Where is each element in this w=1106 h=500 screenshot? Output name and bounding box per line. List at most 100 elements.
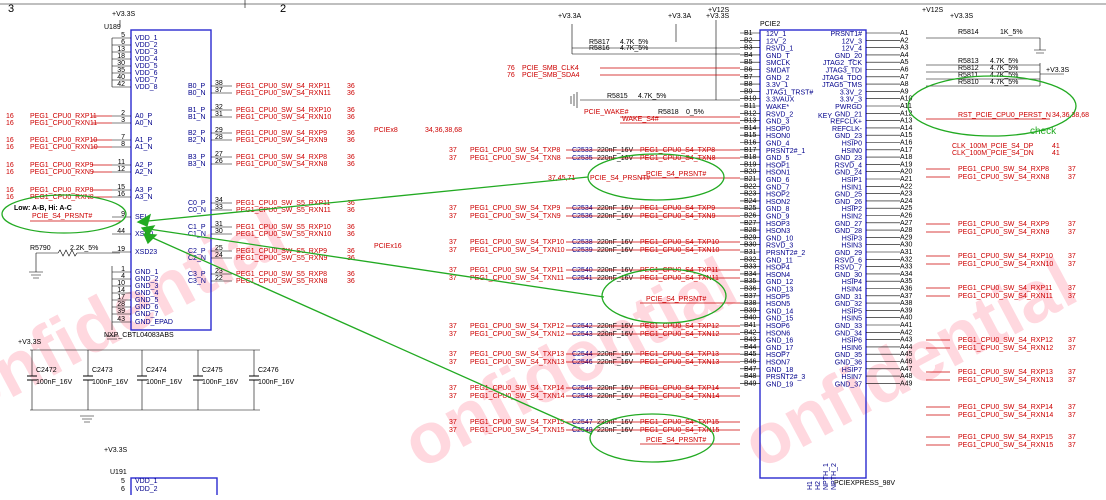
- u189-left-pin-num: 39: [117, 308, 125, 315]
- tx-net: PEG1_CPU0_SW_S4_TXN10: [470, 247, 565, 254]
- rx-ref: 37: [1068, 369, 1076, 376]
- u189-right-pin-ref: 36: [347, 154, 355, 161]
- r5818-val: 0_5%: [686, 109, 704, 116]
- u189-left-pin-num: 2: [121, 110, 125, 117]
- tx-ref: 37: [449, 147, 457, 154]
- u189-left-pin-num: 9: [121, 211, 125, 218]
- u189-left-pin-num: 10: [117, 280, 125, 287]
- u189-right-pin-name: B2_P: [188, 130, 205, 137]
- pcie-a-pin-name: GND_28: [835, 228, 862, 235]
- pcie-a-pin-num: A33: [900, 264, 913, 271]
- u189-ref: U189: [104, 24, 121, 31]
- smb-sda-net: PCIE_SMB_SDA4: [522, 72, 580, 79]
- pcie-a-pin-num: A7: [900, 74, 909, 81]
- tx-cap-val: 220nF_16V: [597, 247, 634, 254]
- tx-out-net: PEG1_CPU0_S4_TXN9: [640, 213, 716, 220]
- u189-left-pin-name: A3_N: [135, 194, 153, 201]
- pcie2-part: PCIEXPRESS_98V: [834, 480, 895, 487]
- tx-net: PEG1_CPU0_SW_S4_TXP9: [470, 205, 560, 212]
- tx-net: PEG1_CPU0_SW_S4_TXP15: [470, 419, 564, 426]
- rx-net: PEG1_CPU0_SW_S4_RXN14: [958, 412, 1053, 419]
- smb-sda-ref: 76: [507, 72, 515, 79]
- u189-right-pin-ref: 36: [347, 200, 355, 207]
- rst-net: RST_PCIE_CPU0_PERST_N: [958, 112, 1051, 119]
- pcie-a-pin-num: A41: [900, 322, 913, 329]
- tx-out-net: PEG1_CPU0_S4_TXN15: [640, 427, 719, 434]
- u189-left-pin-name: SEL: [135, 214, 148, 221]
- pcie-b-pin-name: GND_3: [766, 119, 789, 126]
- pcie-a-pin-num: A47: [900, 366, 913, 373]
- cap-value: 100nF_16V: [36, 379, 73, 386]
- u189-left-pin-name: VDD_8: [135, 84, 158, 91]
- u189-left-pin-name: GND_3: [135, 283, 158, 290]
- tx-net: PEG1_CPU0_SW_S4_TXN12: [470, 331, 565, 338]
- smb-clk-ref: 76: [507, 65, 515, 72]
- right-pullup-val: 4.7K_5%: [990, 72, 1018, 79]
- u189-left-pin-num: 44: [117, 228, 125, 235]
- pcie-b-pin-num: B14: [744, 125, 757, 132]
- u189-right-pin-name: C1_N: [188, 231, 206, 238]
- pcie-a-pin-name: PWRGD: [835, 104, 862, 111]
- grid-col-right: 2: [280, 3, 286, 15]
- annotations: [1, 75, 1077, 463]
- pcie-b-pin-name: HSON1: [766, 170, 790, 177]
- rx-net: PEG1_CPU0_SW_S4_RXP9: [958, 221, 1049, 228]
- pcie-a-pin-name: 12V_3: [842, 38, 862, 45]
- pcie-b-pin-name: HSON5: [766, 301, 790, 308]
- tx-cap-ref: C2535: [572, 155, 593, 162]
- pcie-a-pin-num: A4: [900, 52, 909, 59]
- pcie-b-pin-num: B40: [744, 315, 757, 322]
- r5815-ref: R5815: [607, 93, 628, 100]
- pcie-b-pin-num: B32: [744, 256, 757, 263]
- smb-clk-net: PCIE_SMB_CLK4: [522, 65, 579, 72]
- pcie-a-pin-num: A35: [900, 278, 913, 285]
- tx-out-net: PEG1_CPU0_S4_TXP11: [640, 267, 719, 274]
- arrow-line-1: [137, 176, 589, 223]
- rx-net: PEG1_CPU0_SW_S4_RXN10: [958, 261, 1053, 268]
- decoupling-caps: +V3.3S C2472100nF_16VC2473100nF_16VC2474…: [18, 339, 295, 423]
- pcie-a-pin-num: A20: [900, 169, 913, 176]
- rx-ref: 37: [1068, 166, 1076, 173]
- u189-left-pin-name: GND_1: [135, 269, 158, 276]
- u189-left-pin-num: 5: [121, 32, 125, 39]
- tx-out-net: PEG1_CPU0_S4_TXP10: [640, 239, 719, 246]
- cap-value: 100nF_16V: [146, 379, 183, 386]
- pcie-power-right-1: +V12S: [922, 7, 944, 14]
- u189-right-pin-name: B0_N: [188, 90, 206, 97]
- pcie-a-pin-num: A17: [900, 147, 913, 154]
- tx-out-net: PEG1_CPU0_S4_TXN13: [640, 359, 719, 366]
- pcie-a-pin-num: A24: [900, 198, 913, 205]
- u189-right-pin-name: C3_N: [188, 278, 206, 285]
- tx-cap-ref: C2549: [572, 427, 593, 434]
- r5817-val: 4.7K_5%: [620, 39, 648, 46]
- pcie-b-pin-name: GND_12: [766, 279, 793, 286]
- pcie-a-pin-num: A6: [900, 67, 909, 74]
- pcie-b-pin-num: B4: [744, 52, 753, 59]
- u189-left-pin-num: 15: [117, 184, 125, 191]
- pcie-a-pin-name: JTAG4_TDO: [822, 75, 862, 82]
- tx-cap-ref: C2541: [572, 275, 593, 282]
- u189-right-pin-ref: 36: [347, 114, 355, 121]
- pcie-bottom-pin: NPTH_1: [823, 463, 830, 490]
- pcie-b-pin-name: JTAG1_TRST#: [766, 89, 813, 96]
- rx-ref: 37: [1068, 377, 1076, 384]
- rst-ref: 34,36,38,68: [1052, 112, 1089, 119]
- pcie-b-pin-num: B28: [744, 227, 757, 234]
- u189-left-net-ref: 16: [6, 144, 14, 151]
- tx-out-net: PEG1_CPU0_S4_TXN12: [640, 331, 719, 338]
- pcie-a-pin-num: A28: [900, 227, 913, 234]
- u189-right-pin-net: PEG1_CPU0_SW_S4_RXN11: [236, 90, 331, 97]
- tx-cap-ref: C2546: [572, 359, 593, 366]
- pcie-a-pin-name: PRSNT1#: [830, 31, 862, 38]
- u189-left-pin-num: 1: [121, 266, 125, 273]
- clk-dp-ref: 41: [1052, 143, 1060, 150]
- tx-cap-val: 220nF_16V: [597, 323, 634, 330]
- u189-right-pin-net: PEG1_CPU0_SW_S5_RXP9: [236, 248, 327, 255]
- pcie-power-33a-2: +V3.3A: [668, 13, 691, 20]
- pcie-b-pin-name: HSON4: [766, 272, 790, 279]
- tx-cap-val: 220nF_16V: [597, 267, 634, 274]
- u189-left-pin-name: VDD_3: [135, 49, 158, 56]
- u189-right-pin-num: 32: [215, 104, 223, 111]
- rx-ref: 37: [1068, 221, 1076, 228]
